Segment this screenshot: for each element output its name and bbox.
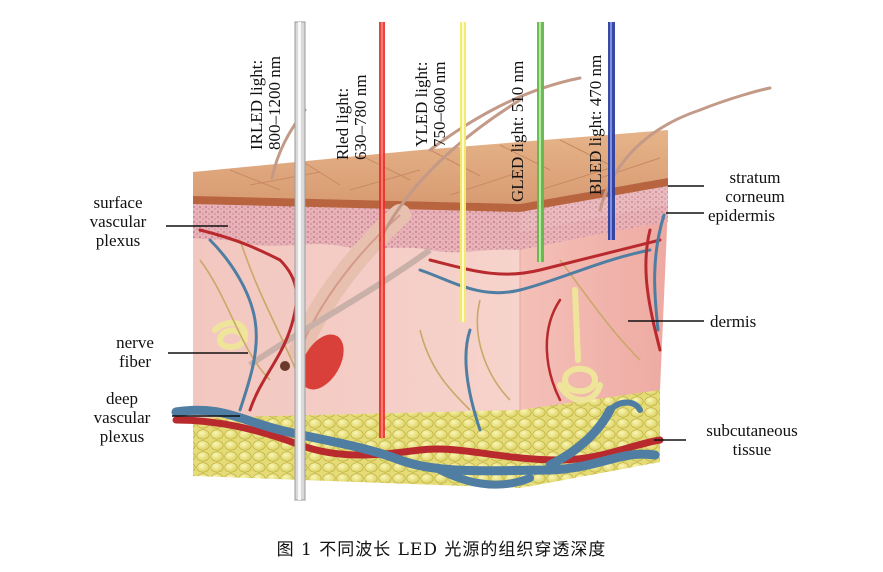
surface-vascular-plexus-line1: surface xyxy=(93,193,143,212)
red-light-beam xyxy=(379,22,385,438)
ir-light-label-line2: 800–1200 nm xyxy=(265,56,284,150)
nerve-fiber-line2: fiber xyxy=(118,352,152,371)
stratum-corneum-label: stratum corneum xyxy=(700,168,810,206)
stratum-corneum-layer xyxy=(193,130,668,212)
dermis-layer xyxy=(193,205,668,418)
blue-light-label-line1: BLED light: 470 nm xyxy=(586,54,605,195)
subcutaneous-tissue-line2: tissue xyxy=(732,440,772,459)
red-light-label-line2: 630–780 nm xyxy=(351,74,370,160)
nerve-fiber-line1: nerve xyxy=(116,333,154,352)
surface-vascular-plexus-line3: plexus xyxy=(95,231,141,250)
dermis-text: dermis xyxy=(710,312,757,331)
green-light-label: GLED light: 510 nm xyxy=(508,60,527,202)
green-light-label-line1: GLED light: 510 nm xyxy=(508,60,527,202)
surface-vascular-plexus-line2: vascular xyxy=(89,212,147,231)
leader-lines xyxy=(166,185,704,441)
red-light-label: Rled light: 630–780 nm xyxy=(333,74,370,160)
deep-vascular-plexus-line3: plexus xyxy=(99,427,145,446)
nerve-fiber-label: nerve fiber xyxy=(100,333,170,371)
stratum-corneum-line1: stratum xyxy=(729,168,781,187)
blue-light-beam xyxy=(608,22,615,240)
nerve-fibers xyxy=(199,239,641,411)
deep-vascular-plexus-line2: vascular xyxy=(93,408,151,427)
blue-light-label: BLED light: 470 nm xyxy=(586,54,605,195)
yellow-light-label-line1: YLED light: xyxy=(412,61,431,147)
epidermis-label: epidermis xyxy=(708,206,775,225)
red-light-label-line1: Rled light: xyxy=(333,87,352,160)
light-beams xyxy=(294,21,615,501)
epidermis-text: epidermis xyxy=(708,206,776,225)
surface-vascular-plexus-label: surface vascular plexus xyxy=(70,193,166,250)
deep-vascular-plexus-line1: deep xyxy=(105,389,139,408)
subcutaneous-tissue-label: subcutaneous tissue xyxy=(682,421,822,459)
ir-light-beam xyxy=(294,21,306,501)
yellow-light-label-line2: 750–600 nm xyxy=(430,61,449,147)
dermis-label: dermis xyxy=(710,312,756,331)
yellow-light-beam xyxy=(460,22,466,322)
ir-light-label-line1: IRLED light: xyxy=(247,59,266,150)
green-light-beam xyxy=(537,22,544,262)
blood-vessels xyxy=(171,213,666,489)
subcutaneous-tissue-line1: subcutaneous xyxy=(706,421,798,440)
deep-vascular-plexus-label: deep vascular plexus xyxy=(74,389,170,446)
yellow-light-label: YLED light: 750–600 nm xyxy=(412,61,449,147)
stratum-corneum-line2: corneum xyxy=(725,187,785,206)
sweat-glands xyxy=(212,287,603,403)
ir-light-label: IRLED light: 800–1200 nm xyxy=(247,56,284,150)
figure-caption: 图 1 不同波长 LED 光源的组织穿透深度 xyxy=(276,540,607,560)
